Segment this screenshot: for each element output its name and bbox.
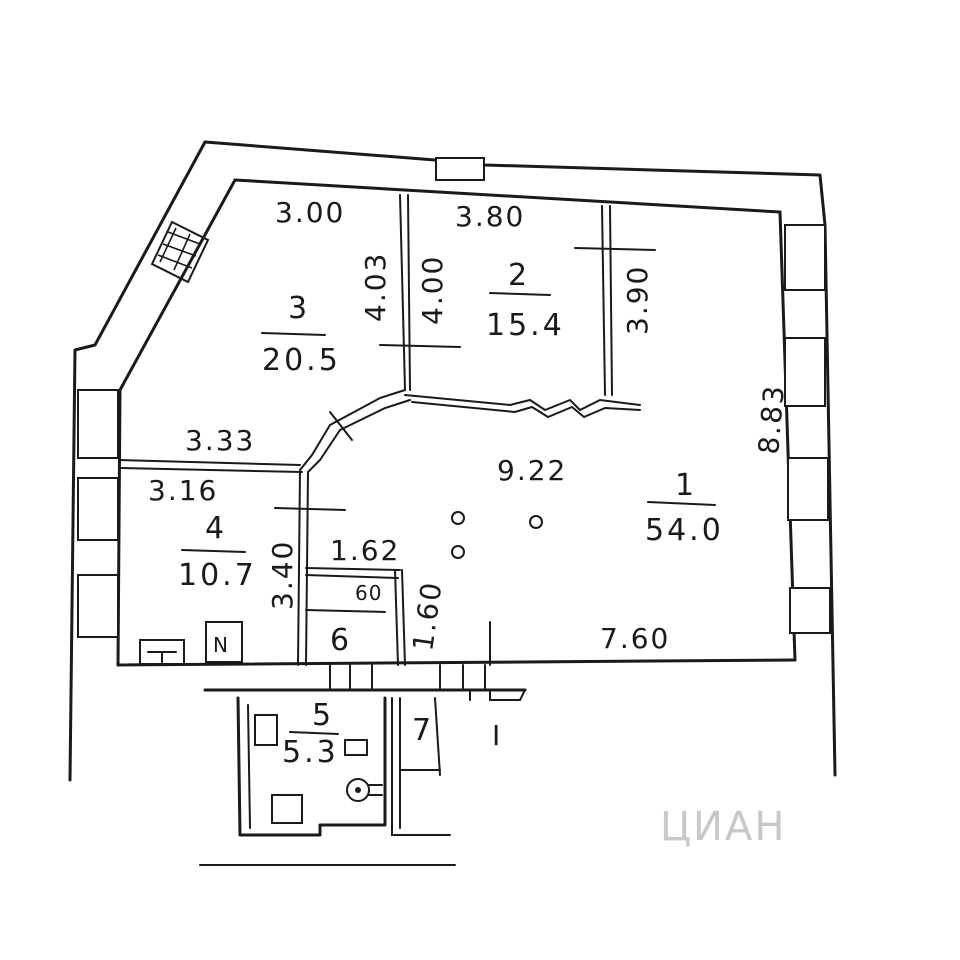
radiator-dot bbox=[529, 515, 543, 529]
dim-3-16: 3.16 bbox=[148, 474, 218, 507]
fixtures: N bbox=[139, 511, 543, 824]
dim-4-03: 4.03 bbox=[359, 252, 392, 322]
room-labels: 3 20.5 2 15.4 4 10.7 1 54.0 6 5 5.3 7 I bbox=[178, 258, 724, 770]
lower-wet-block bbox=[199, 696, 456, 866]
room-5-number: 5 bbox=[312, 698, 331, 733]
room-3-number: 3 bbox=[288, 291, 307, 326]
stair-box bbox=[205, 621, 243, 663]
room-6-number: 6 bbox=[330, 623, 349, 658]
stair-mark: N bbox=[213, 633, 229, 657]
dim-60: 60 bbox=[355, 581, 382, 605]
shower-tray bbox=[271, 794, 303, 824]
room-2-number: 2 bbox=[508, 258, 527, 293]
dim-3-33: 3.33 bbox=[185, 424, 255, 457]
dim-3-80: 3.80 bbox=[455, 200, 525, 233]
washbasin bbox=[254, 714, 278, 746]
room-2-area: 15.4 bbox=[486, 308, 565, 343]
room-5-area: 5.3 bbox=[282, 735, 339, 770]
dim-8-83: 8.83 bbox=[752, 383, 791, 456]
sink bbox=[344, 739, 368, 756]
dim-4-00: 4.00 bbox=[416, 255, 449, 325]
dim-1-60: 1.60 bbox=[406, 579, 448, 653]
radiator-dot bbox=[451, 545, 465, 559]
dimension-labels: 3.00 3.80 4.03 4.00 3.90 8.83 3.33 9.22 … bbox=[148, 196, 791, 655]
section-mark: I bbox=[492, 719, 502, 752]
dim-7-60: 7.60 bbox=[600, 622, 670, 655]
hatched-opening bbox=[150, 220, 210, 284]
interior-walls bbox=[119, 194, 656, 666]
threshold-steps bbox=[329, 664, 526, 701]
dim-1-62: 1.62 bbox=[330, 534, 400, 567]
windows bbox=[77, 157, 831, 638]
room-4-number: 4 bbox=[205, 511, 224, 546]
watermark-text: ЦИАН bbox=[660, 804, 786, 850]
dim-9-22: 9.22 bbox=[497, 454, 567, 487]
room-7-number: 7 bbox=[412, 713, 431, 748]
room-4-area: 10.7 bbox=[178, 558, 257, 593]
dim-3-40: 3.40 bbox=[266, 540, 299, 610]
dim-3-00: 3.00 bbox=[275, 196, 345, 229]
room-3-area: 20.5 bbox=[262, 343, 341, 378]
room-1-area: 54.0 bbox=[645, 513, 724, 548]
radiator-dot bbox=[451, 511, 465, 525]
outer-walls bbox=[68, 140, 837, 782]
room-1-number: 1 bbox=[675, 468, 694, 503]
dim-3-90: 3.90 bbox=[621, 265, 654, 335]
